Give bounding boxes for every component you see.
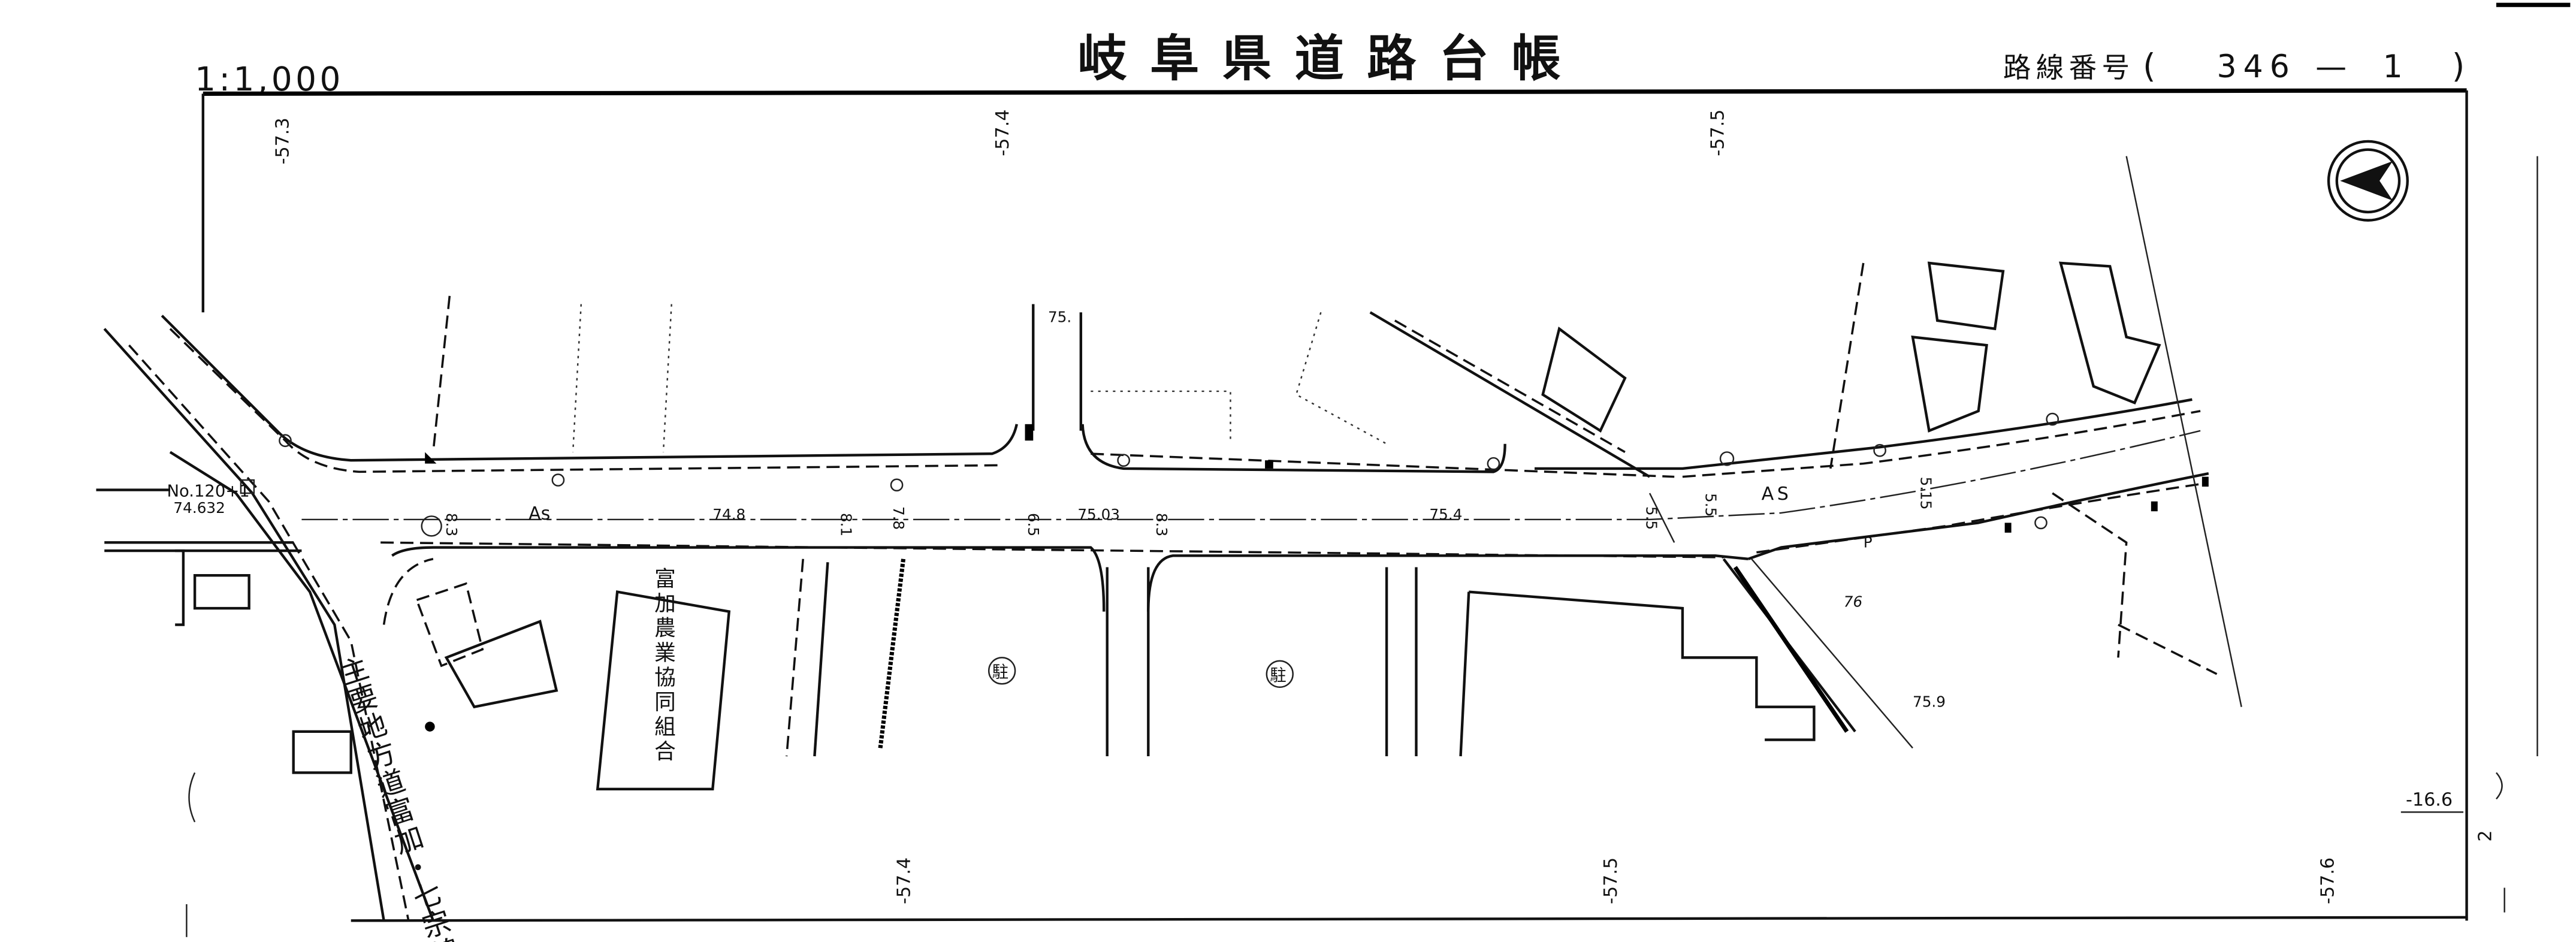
buildings bbox=[175, 156, 2242, 791]
parking-symbol-1: 駐 bbox=[992, 663, 1008, 681]
page-title: 岐阜県道路台帳 bbox=[1077, 31, 1584, 87]
width-2: 8.1 bbox=[837, 513, 854, 536]
sidewalk-mark: P bbox=[1864, 534, 1873, 551]
grid-label-top-1: -57.3 bbox=[272, 117, 293, 164]
width-6: 5.5 bbox=[1643, 506, 1660, 530]
width-8: 5.15 bbox=[1917, 477, 1935, 510]
width-1: 8.3 bbox=[443, 513, 460, 536]
side-roads bbox=[1032, 304, 1913, 756]
grid-label-bottom-3: -57.6 bbox=[2317, 858, 2338, 904]
elevation-2: 75.03 bbox=[1077, 506, 1120, 523]
route-close-paren: ) bbox=[2452, 47, 2465, 85]
route-number: 路線番号 ( 346 — 1 ) bbox=[2003, 47, 2465, 85]
surface-label-right: AS bbox=[1762, 484, 1792, 505]
side-page-index: 2 bbox=[186, 772, 2505, 937]
main-road bbox=[161, 315, 2209, 612]
route-number-label: 路線番号 bbox=[2003, 52, 2134, 84]
grid-label-bottom-2: -57.5 bbox=[1600, 858, 1621, 904]
left-diagonal-road bbox=[96, 328, 434, 922]
elevation-1: 74.8 bbox=[712, 506, 745, 523]
map-frame bbox=[201, 2, 2571, 922]
map-labels: No.120+1 74.632 As 74.8 75.03 75.4 75. 7… bbox=[167, 309, 1946, 942]
width-4: 6.5 bbox=[1025, 513, 1042, 536]
grid-label-top-3: -57.5 bbox=[1708, 110, 1729, 156]
grid-label-right: -16.6 bbox=[2406, 789, 2453, 810]
elevation-5: 76 bbox=[1844, 593, 1862, 610]
grid-label-top-2: -57.4 bbox=[992, 110, 1013, 156]
elevation-4: 75. bbox=[1048, 309, 1071, 326]
grid-label-bottom-1: -57.4 bbox=[894, 858, 915, 904]
elevation-6: 75.9 bbox=[1913, 693, 1946, 711]
width-3: 7.8 bbox=[890, 506, 907, 530]
route-dash: — bbox=[2315, 49, 2347, 85]
elevation-3: 75.4 bbox=[1429, 506, 1462, 523]
grid-labels: -57.3 -57.4 -57.5 -57.4 -57.5 -57.6 -16.… bbox=[272, 110, 2464, 904]
sheet-index: 2 bbox=[2475, 830, 2496, 841]
parking-symbol-2: 駐 bbox=[1270, 666, 1286, 685]
road-name: 主要地方道富加・七宗線 bbox=[333, 653, 464, 942]
building-name: 富加農業協同組合 bbox=[651, 567, 675, 764]
station-elevation: 74.632 bbox=[173, 499, 225, 517]
station-label: No.120+1 bbox=[167, 482, 249, 501]
route-open-paren: ( bbox=[2143, 47, 2155, 85]
width-7: 5.5 bbox=[1702, 493, 1719, 517]
route-number-value: 346 bbox=[2217, 49, 2296, 85]
route-sheet: 1 bbox=[2383, 49, 2403, 85]
width-5: 8.3 bbox=[1153, 513, 1170, 536]
road-fixtures bbox=[240, 412, 2209, 732]
north-arrow-icon bbox=[2327, 140, 2409, 222]
surface-label-left: As bbox=[529, 503, 550, 524]
parking-symbols: 駐 駐 bbox=[987, 657, 1294, 688]
